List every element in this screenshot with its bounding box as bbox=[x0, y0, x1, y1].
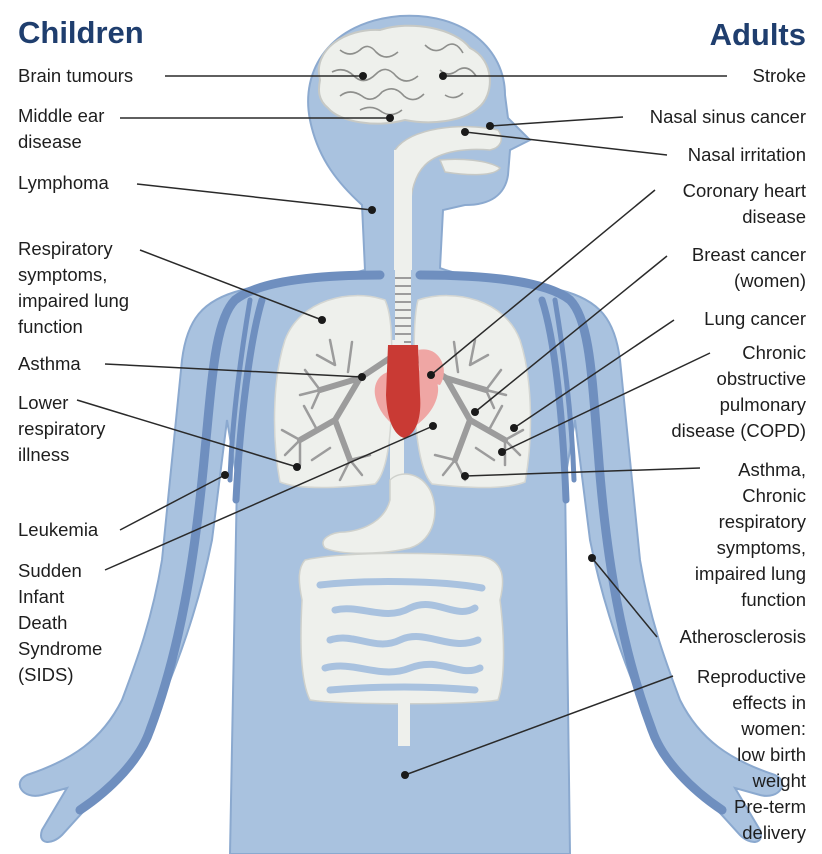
label-stroke: Stroke bbox=[753, 63, 806, 89]
label-asthma-children: Asthma bbox=[18, 351, 81, 377]
children-header: Children bbox=[18, 17, 144, 48]
label-leukemia: Leukemia bbox=[18, 517, 98, 543]
label-middle-ear-disease: Middle ear disease bbox=[18, 103, 104, 155]
label-lower-respiratory-illness: Lower respiratory illness bbox=[18, 390, 105, 468]
label-nasal-irritation: Nasal irritation bbox=[688, 142, 806, 168]
label-sids: Sudden Infant Death Syndrome (SIDS) bbox=[18, 558, 102, 688]
label-copd: Chronic obstructive pulmonary disease (C… bbox=[671, 340, 806, 444]
label-respiratory-symptoms-children: Respiratory symptoms, impaired lung func… bbox=[18, 236, 129, 340]
label-breast-cancer: Breast cancer (women) bbox=[692, 242, 806, 294]
label-nasal-sinus-cancer: Nasal sinus cancer bbox=[650, 104, 806, 130]
trachea bbox=[394, 150, 412, 350]
label-lung-cancer: Lung cancer bbox=[704, 306, 806, 332]
label-lymphoma: Lymphoma bbox=[18, 170, 109, 196]
adults-header: Adults bbox=[710, 19, 806, 50]
label-coronary-heart-disease: Coronary heart disease bbox=[683, 178, 806, 230]
label-reproductive-effects: Reproductive effects in women: low birth… bbox=[697, 664, 806, 846]
label-brain-tumours: Brain tumours bbox=[18, 63, 133, 89]
label-atherosclerosis: Atherosclerosis bbox=[680, 624, 806, 650]
label-asthma-adults: Asthma, Chronic respiratory symptoms, im… bbox=[695, 457, 806, 613]
